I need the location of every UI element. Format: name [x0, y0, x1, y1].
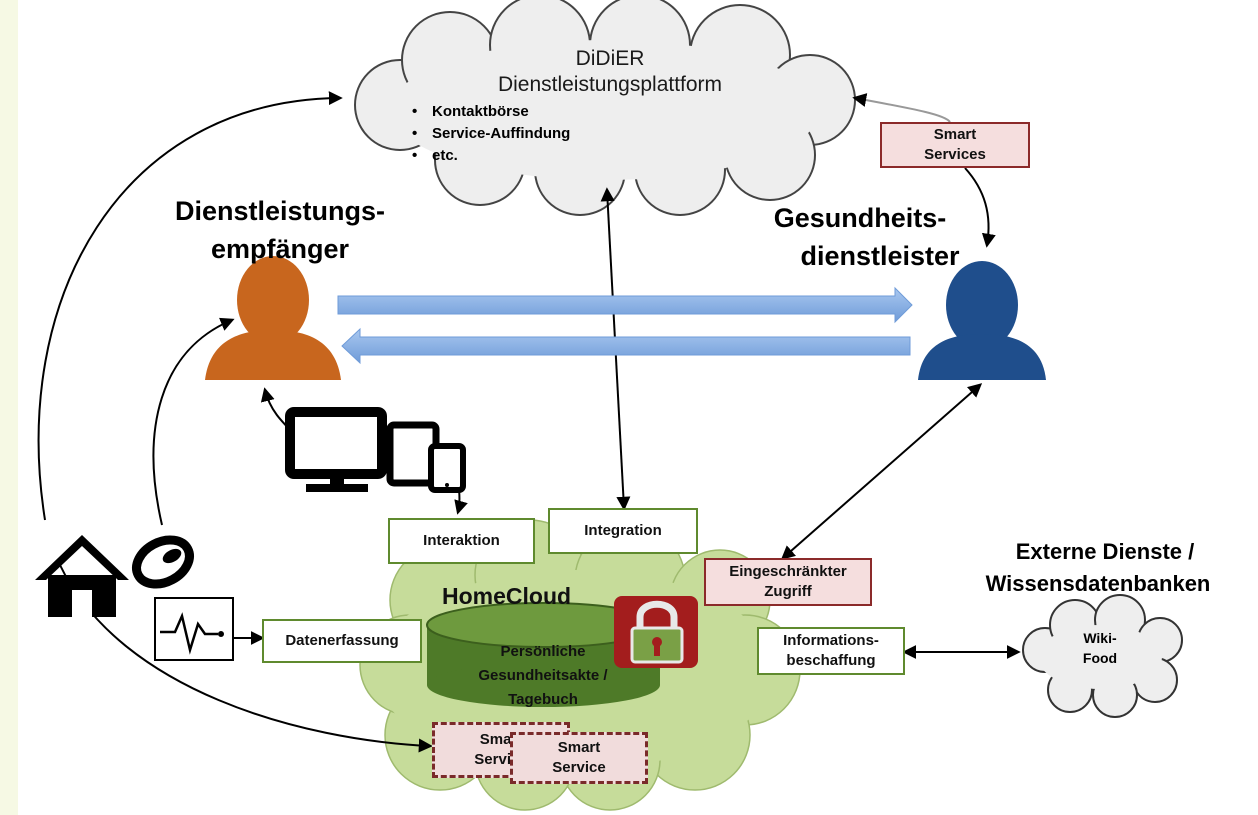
- curve-platform-to-smart-services: [852, 93, 951, 123]
- smart-services-line2: Services: [924, 146, 986, 163]
- restricted-access-box: Eingeschränkter Zugriff: [704, 558, 872, 606]
- external-services-title-line2: Wissensdatenbanken: [985, 571, 1211, 596]
- interaktion-box: Interaktion: [388, 518, 535, 564]
- platform-bullet: etc.: [412, 145, 570, 167]
- wiki-food-line2: Food: [1082, 650, 1118, 666]
- platform-bullet: Service-Auffindung: [412, 123, 570, 145]
- external-services-title-line1: Externe Dienste /: [1015, 539, 1195, 564]
- smart-service-front-line2: Service: [552, 759, 606, 776]
- provider-title-line1: Gesundheits-: [773, 203, 947, 233]
- provider-person-icon: [918, 261, 1046, 380]
- heart-monitor-icon: [154, 597, 234, 661]
- platform-bullet: Kontaktbörse: [412, 101, 570, 123]
- padlock-icon: [614, 596, 698, 668]
- recipient-title-line1: Dienstleistungs-: [174, 196, 386, 226]
- platform-title-line1: DiDiER: [575, 47, 645, 70]
- provider-title-line2: dienstleister: [800, 241, 960, 271]
- smart-services-line1: Smart: [933, 126, 977, 143]
- datenerfassung-label: Datenerfassung: [285, 632, 399, 649]
- integration-box: Integration: [548, 508, 698, 554]
- restricted-access-line1: Eingeschränkter: [729, 563, 847, 580]
- platform-bullet-list: Kontaktbörse Service-Auffindung etc.: [412, 101, 570, 167]
- house-icon: [35, 535, 129, 617]
- information-retrieval-line2: beschaffung: [786, 652, 876, 669]
- database-line1: Persönliche: [500, 643, 586, 660]
- information-retrieval-line1: Informations-: [783, 632, 879, 649]
- arrow-provider-restricted: [780, 383, 983, 560]
- smartphone-icon: [428, 443, 466, 493]
- smart-services-box: Smart Services: [880, 122, 1030, 168]
- wiki-food-cloud: [1022, 594, 1183, 718]
- curve-left-to-platform: [37, 91, 343, 521]
- smart-service-box-front: Smart Service: [510, 732, 648, 784]
- curve-wristband-to-recipient: [152, 317, 235, 526]
- smart-service-front-line1: Smart: [557, 739, 601, 756]
- information-retrieval-box: Informations- beschaffung: [757, 627, 905, 675]
- monitor-icon: [285, 407, 387, 492]
- homecloud-title: HomeCloud: [442, 583, 572, 609]
- datenerfassung-box: Datenerfassung: [262, 619, 422, 663]
- curve-smart-services-to-provider: [964, 167, 996, 248]
- database-label: Persönliche Gesundheitsakte / Tagebuch: [413, 640, 673, 712]
- wiki-food-label: Wiki- Food: [1060, 628, 1140, 668]
- database-line2: Gesundheitsakte /: [478, 667, 608, 684]
- recipient-title-line2: empfänger: [210, 234, 350, 264]
- restricted-access-line2: Zugriff: [764, 583, 812, 600]
- integration-label: Integration: [584, 522, 662, 539]
- health-record-database: [426, 602, 661, 707]
- recipient-person-icon: [205, 256, 341, 380]
- platform-title-line2: Dienstleistungsplattform: [497, 73, 723, 96]
- arrow-recipient-to-provider: [337, 286, 913, 324]
- left-background-strip: [0, 0, 18, 815]
- database-line3: Tagebuch: [508, 691, 578, 708]
- arrow-provider-to-recipient: [341, 327, 911, 365]
- wiki-food-line1: Wiki-: [1083, 630, 1117, 646]
- interaktion-label: Interaktion: [423, 532, 500, 549]
- wristband-icon: [132, 535, 194, 589]
